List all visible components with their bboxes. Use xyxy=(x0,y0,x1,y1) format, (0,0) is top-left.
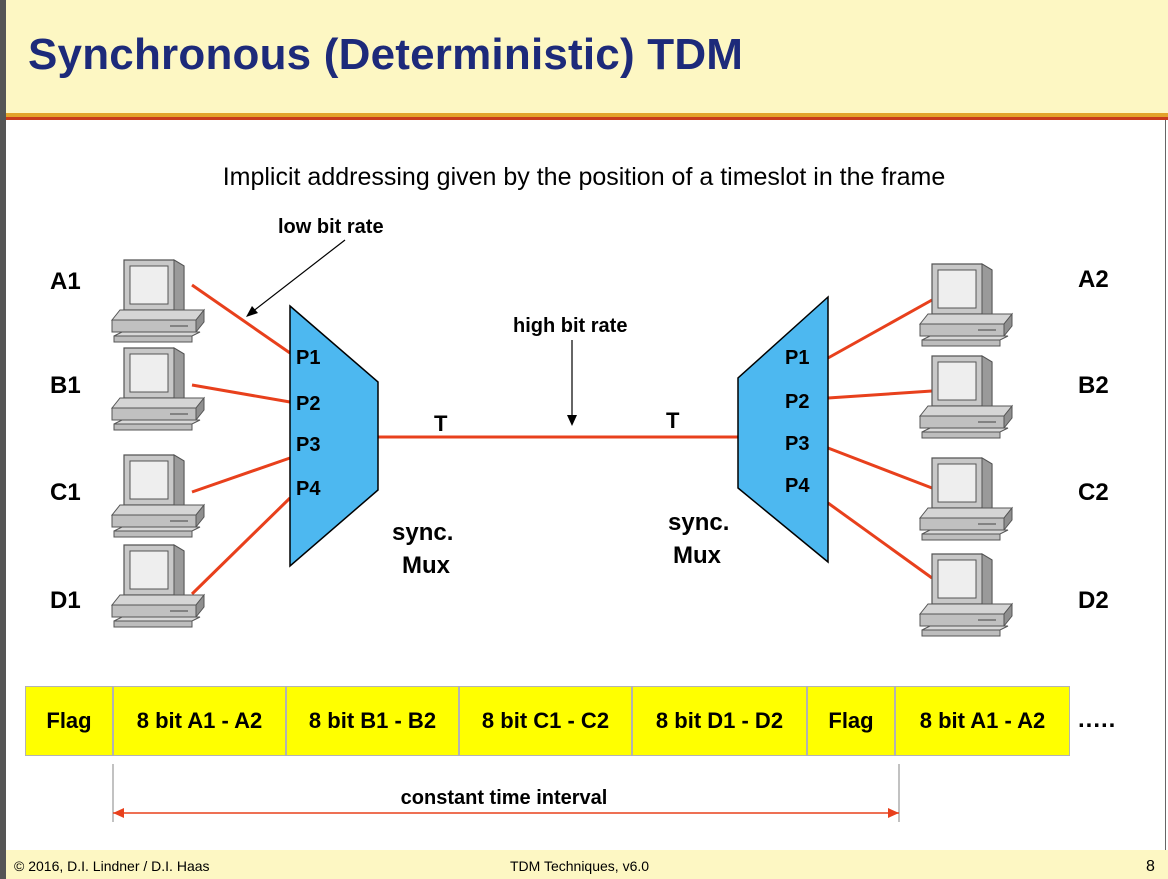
station-d1-label: D1 xyxy=(50,587,81,614)
high-rate-arrowhead xyxy=(567,415,577,426)
station-a2-label: A2 xyxy=(1078,266,1109,293)
page-number: 8 xyxy=(1146,858,1155,875)
computer-d2-icon xyxy=(919,553,1013,637)
right-mux-label-line1: sync. xyxy=(668,509,729,536)
low-rate-arrow xyxy=(251,239,346,313)
right-port-p4: P4 xyxy=(785,475,810,497)
frame-slot: 8 bit D1 - D2 xyxy=(632,686,807,756)
computer-c1-icon xyxy=(111,454,205,538)
title-rule-orange xyxy=(6,113,1168,117)
left-port-p4: P4 xyxy=(296,478,321,500)
left-mux-label-line1: sync. xyxy=(392,519,453,546)
frame-slot: 8 bit A1 - A2 xyxy=(113,686,286,756)
slide-title: Synchronous (Deterministic) TDM xyxy=(28,30,744,79)
link-a2 xyxy=(827,298,933,360)
station-a1-label: A1 xyxy=(50,268,81,295)
link-d1 xyxy=(190,496,292,596)
frame-slot: 8 bit B1 - B2 xyxy=(286,686,459,756)
frame-continuation: ..... xyxy=(1078,706,1117,733)
station-d2-label: D2 xyxy=(1078,587,1109,614)
link-c2 xyxy=(827,446,933,490)
right-mux-label-line2: Mux xyxy=(673,542,722,569)
footer-copyright: © 2016, D.I. Lindner / D.I. Haas xyxy=(14,858,210,874)
link-a1 xyxy=(191,283,291,355)
frame-slot: 8 bit A1 - A2 xyxy=(895,686,1070,756)
interval-arrowhead-right xyxy=(888,808,899,818)
right-port-p3: P3 xyxy=(785,433,809,455)
link-c1 xyxy=(191,456,291,494)
link-d2 xyxy=(827,501,933,580)
interval-arrowhead-left xyxy=(113,808,124,818)
left-port-p3: P3 xyxy=(296,434,320,456)
low-rate-label: low bit rate xyxy=(278,216,384,238)
computer-a1-icon xyxy=(111,259,205,343)
computer-b2-icon xyxy=(919,355,1013,439)
computer-a2-icon xyxy=(919,263,1013,347)
left-port-p1: P1 xyxy=(296,347,320,369)
left-trunk-label: T xyxy=(434,411,448,436)
station-b1-label: B1 xyxy=(50,372,81,399)
right-port-p2: P2 xyxy=(785,391,809,413)
frame-slot: 8 bit C1 - C2 xyxy=(459,686,632,756)
interval-label: constant time interval xyxy=(400,787,608,809)
low-rate-arrowhead xyxy=(246,306,258,317)
right-port-p1: P1 xyxy=(785,347,809,369)
frame-slot: Flag xyxy=(807,686,895,756)
station-c1-label: C1 xyxy=(50,479,81,506)
title-bar xyxy=(6,0,1168,113)
station-c2-label: C2 xyxy=(1078,479,1109,506)
footer-bar xyxy=(6,850,1168,879)
right-mux xyxy=(737,295,829,564)
slide-subtitle: Implicit addressing given by the positio… xyxy=(222,163,946,191)
computer-b1-icon xyxy=(111,347,205,431)
left-port-p2: P2 xyxy=(296,393,320,415)
left-mux xyxy=(289,304,379,568)
link-b2 xyxy=(827,389,933,400)
link-b1 xyxy=(191,383,291,404)
left-mux-label-line2: Mux xyxy=(402,552,451,579)
computer-c2-icon xyxy=(919,457,1013,541)
frame-slot: Flag xyxy=(25,686,113,756)
title-rule-red xyxy=(6,117,1168,120)
left-rule xyxy=(0,0,6,879)
high-rate-label: high bit rate xyxy=(513,315,627,337)
computer-d1-icon xyxy=(111,544,205,628)
right-trunk-label: T xyxy=(666,408,680,433)
station-b2-label: B2 xyxy=(1078,372,1109,399)
tdm-frame: Flag 8 bit A1 - A2 8 bit B1 - B2 8 bit C… xyxy=(25,686,1070,756)
footer-doc-title: TDM Techniques, v6.0 xyxy=(510,858,650,874)
